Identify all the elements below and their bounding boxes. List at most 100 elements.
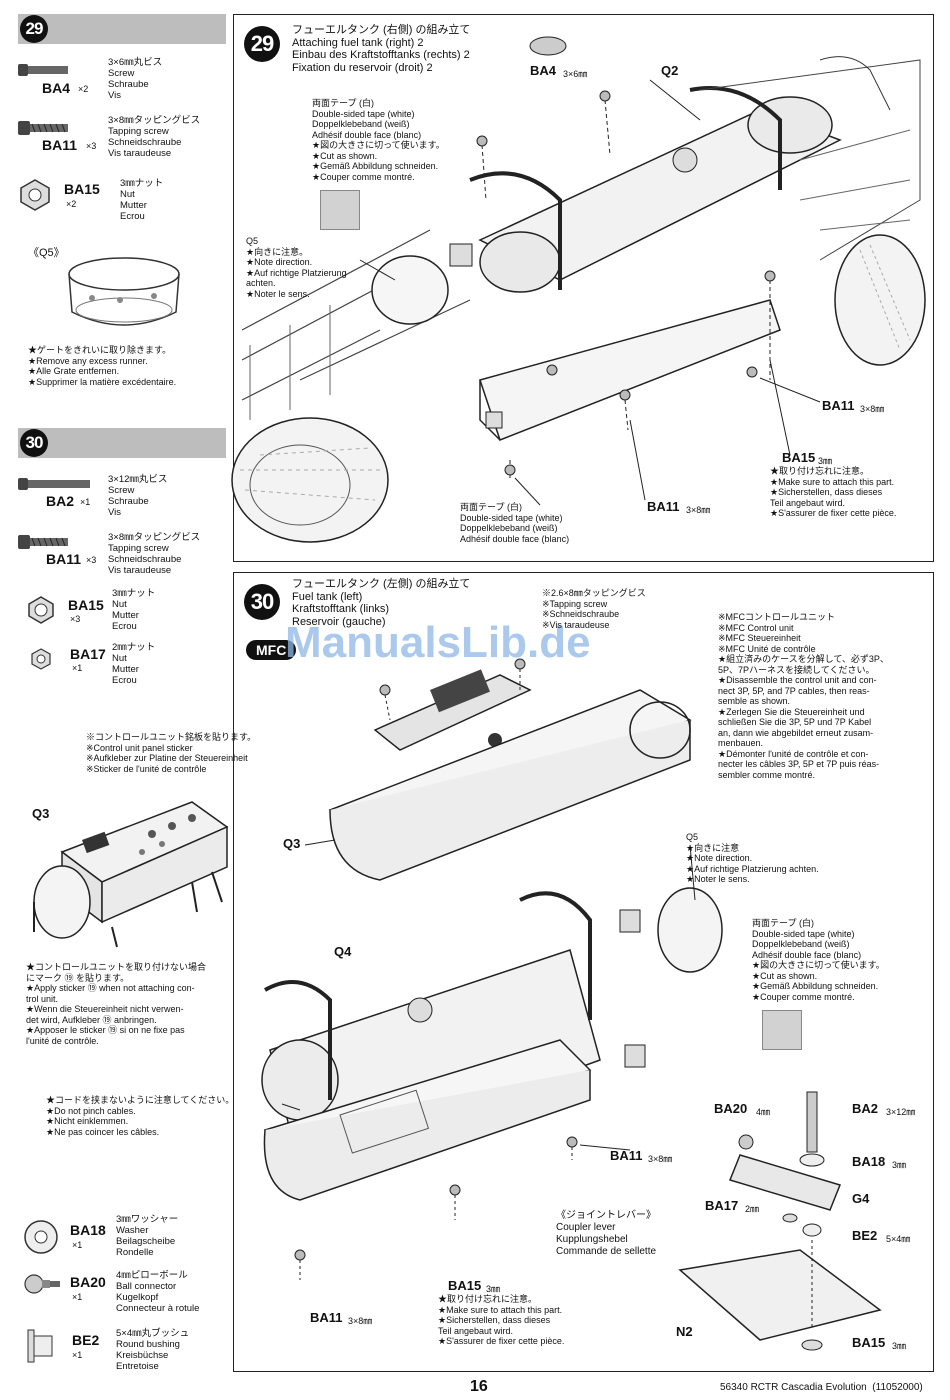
part-description: 3×8㎜タッピングビス Tapping screw Schneidschraub…	[108, 115, 201, 159]
ba11-bottom-size: 3×8㎜	[686, 505, 711, 515]
part-code-ba11: BA11	[46, 551, 82, 567]
part-qty: ×1	[72, 1350, 83, 1360]
ba4-label: BA4	[530, 63, 557, 78]
part-code-ba11: BA11	[42, 137, 78, 153]
control-unit-illustration	[22, 782, 242, 957]
part-code-ba17: BA17	[70, 646, 106, 662]
ba11-mid-label: BA11	[610, 1148, 643, 1163]
part-code-ba15: BA15	[64, 181, 100, 197]
mfc-unit-note: ※MFCコントロールユニット ※MFC Control unit ※MFC St…	[718, 612, 889, 780]
q5-note: ★ゲートをきれいに取り除きます。 ★Remove any excess runn…	[28, 345, 177, 387]
part-code-ba18: BA18	[70, 1222, 106, 1238]
q4-label: Q4	[334, 944, 352, 959]
coupler-lever-note: 《ジョイントレバー》 Coupler lever Kupplungshebel …	[556, 1210, 657, 1257]
nut-icon	[30, 648, 52, 675]
part-qty: ×3	[70, 614, 81, 624]
tape-note: 両面テープ (白) Double-sided tape (white) Dopp…	[312, 98, 445, 182]
step-number-29-panel: 29	[244, 26, 280, 62]
part-qty: ×1	[72, 663, 83, 673]
q5-direction-note: Q5 ★向きに注意。 ★Note direction. ★Auf richtig…	[246, 236, 347, 299]
part-code-be2: BE2	[72, 1332, 100, 1348]
sticker-note: ※コントロールユニット銘板を貼ります。 ※Control unit panel …	[86, 732, 257, 774]
washer-icon	[22, 1218, 60, 1261]
screw-icon	[18, 474, 98, 499]
part-code-ba15: BA15	[68, 597, 104, 613]
tapping-screw-icon	[18, 532, 78, 557]
part-description: 3×8㎜タッピングビス Tapping screw Schneidschraub…	[108, 532, 201, 576]
ba15-reminder: ★取り付け忘れに注意。 ★Make sure to attach this pa…	[770, 466, 897, 518]
part-qty: ×1	[72, 1292, 83, 1302]
ba11-bottom-label: BA11	[647, 499, 680, 514]
part-description: 3×6㎜丸ビス Screw Schraube Vis	[108, 57, 163, 101]
watermark: ManualsLib.de	[285, 618, 591, 667]
step-header-bar	[18, 428, 226, 458]
ba15-size: 3㎜	[486, 1284, 501, 1294]
ba15-size: 3㎜	[818, 456, 833, 466]
tapping-screw-note: ※2.6×8㎜タッピングビス ※Tapping screw ※Schneidsc…	[542, 588, 646, 630]
q2-label: Q2	[661, 63, 679, 78]
tapping-screw-icon	[18, 118, 78, 143]
ba11-size: 3×8㎜	[860, 404, 885, 414]
part-description: 2㎜ナット Nut Mutter Ecrou	[112, 642, 156, 686]
nut-icon	[26, 595, 56, 630]
q3-label: Q3	[32, 806, 50, 821]
q3-label: Q3	[283, 836, 301, 851]
part-qty: ×3	[86, 141, 97, 151]
step-number-30-panel: 30	[244, 584, 280, 620]
part-code-ba4: BA4	[42, 80, 71, 96]
tape-swatch	[762, 1010, 802, 1050]
cable-note: ★コードを挟まないように注意してください。 ★Do not pinch cabl…	[46, 1095, 235, 1137]
ba4-size: 3×6㎜	[563, 69, 588, 79]
page-number: 16	[470, 1378, 488, 1395]
lever-part-be2: BE2	[852, 1228, 878, 1243]
lever-part-ba15: BA15	[852, 1335, 886, 1350]
ball-connector-icon	[22, 1270, 62, 1305]
ba11-bottom-label: BA11	[310, 1310, 343, 1325]
q5-direction-note: Q5 ★向きに注意 ★Note direction. ★Auf richtige…	[686, 832, 819, 884]
lever-part-size: 2㎜	[745, 1204, 760, 1214]
lever-part-n2: N2	[676, 1324, 693, 1339]
lever-part-size: 3㎜	[892, 1341, 907, 1351]
step-header-bar	[18, 14, 226, 44]
step-number-29: 29	[20, 15, 48, 43]
nut-icon	[18, 178, 52, 217]
part-qty: ×2	[66, 199, 77, 209]
document-code: 56340 RCTR Cascadia Evolution (11052000)	[720, 1382, 923, 1393]
lever-part-g4: G4	[852, 1191, 870, 1206]
mfc-badge: MFC	[246, 640, 297, 660]
ba11-label: BA11	[822, 398, 855, 413]
tape-swatch	[320, 190, 360, 230]
part-qty: ×1	[72, 1240, 83, 1250]
lever-part-size: 3㎜	[892, 1160, 907, 1170]
lever-part-ba17: BA17	[705, 1198, 739, 1213]
no-unit-note: ★コントロールユニットを取り付けない場合 にマーク ⑲ を貼ります。 ★Appl…	[26, 962, 207, 1046]
part-code-ba20: BA20	[70, 1274, 106, 1290]
lever-part-ba18: BA18	[852, 1154, 886, 1169]
tape-bottom-note: 両面テープ (白) Double-sided tape (white) Dopp…	[460, 502, 570, 544]
part-qty: ×2	[78, 84, 89, 94]
step29-title: フューエルタンク (右側) の組み立て Attaching fuel tank …	[292, 24, 471, 74]
part-description: 3㎜ワッシャー Washer Beilagscheibe Rondelle	[116, 1214, 179, 1258]
bushing-icon	[26, 1328, 56, 1369]
screw-icon	[18, 60, 78, 85]
ba15-reminder: ★取り付け忘れに注意。 ★Make sure to attach this pa…	[438, 1294, 565, 1346]
lever-part-ba20: BA20	[714, 1101, 748, 1116]
lever-part-size: 5×4㎜	[886, 1234, 911, 1244]
ba11-bottom-size: 3×8㎜	[348, 1316, 373, 1326]
part-qty: ×3	[86, 555, 97, 565]
part-description: 3×12㎜丸ビス Screw Schraube Vis	[108, 474, 168, 518]
part-description: 5×4㎜丸ブッシュ Round bushing Kreisbüchse Entr…	[116, 1328, 190, 1372]
q5-label: 《Q5》	[28, 247, 65, 259]
ba15-label: BA15	[448, 1278, 482, 1293]
part-description: 4㎜ピローボール Ball connector Kugelkopf Connec…	[116, 1270, 200, 1314]
step30-panel	[233, 572, 934, 1372]
part-code-ba2: BA2	[46, 493, 75, 509]
part-description: 3㎜ナット Nut Mutter Ecrou	[120, 178, 164, 222]
ba15-label: BA15	[782, 450, 816, 465]
lever-part-size: 4㎜	[756, 1107, 771, 1117]
lever-part-size: 3×12㎜	[886, 1107, 916, 1117]
lever-part-ba2: BA2	[852, 1101, 879, 1116]
q5-ring-part	[62, 252, 192, 347]
tape-note: 両面テープ (白) Double-sided tape (white) Dopp…	[752, 918, 885, 1002]
